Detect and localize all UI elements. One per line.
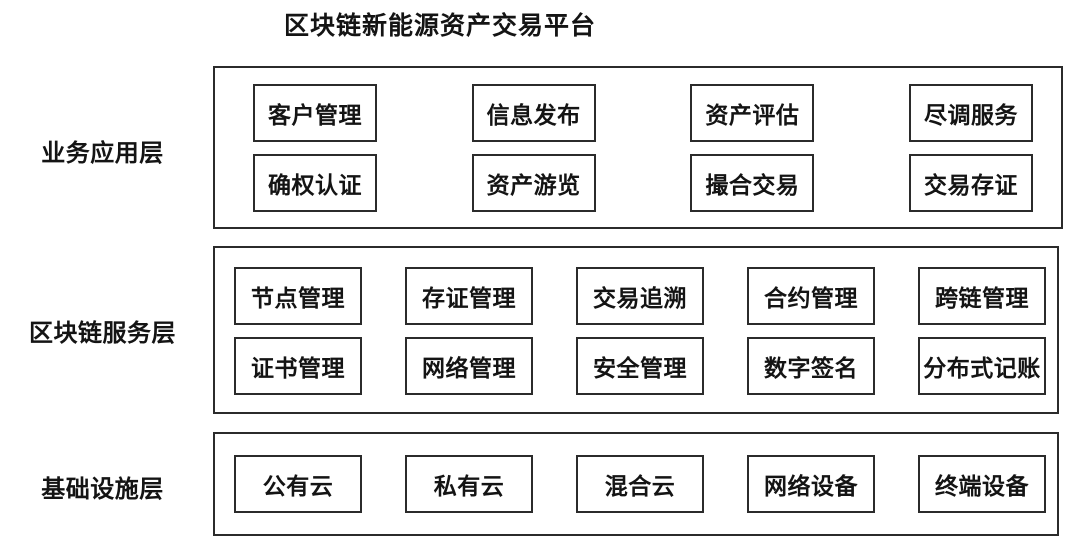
module-box[interactable]: 撮合交易 (690, 154, 815, 212)
module-box[interactable]: 终端设备 (918, 455, 1046, 513)
module-box[interactable]: 资产评估 (690, 84, 815, 142)
module-box[interactable]: 交易追溯 (576, 267, 704, 325)
layer-business-application: 业务应用层 客户管理 确权认证 信息发布 资产游览 资产评估 撮合交易 尽调服务… (0, 0, 1080, 240)
module-box[interactable]: 资产游览 (471, 154, 596, 212)
module-box[interactable]: 信息发布 (471, 84, 596, 142)
cell-column: 信息发布 资产游览 (471, 84, 596, 212)
module-box[interactable]: 数字签名 (747, 337, 875, 395)
module-box[interactable]: 跨链管理 (918, 267, 1046, 325)
layer-blockchain-service: 区块链服务层 节点管理 证书管理 存证管理 网络管理 交易追溯 安全管理 合约管… (29, 246, 1059, 414)
module-box[interactable]: 客户管理 (253, 84, 377, 142)
module-box[interactable]: 分布式记账 (918, 337, 1046, 395)
cell-grid-business-application: 客户管理 确权认证 信息发布 资产游览 资产评估 撮合交易 尽调服务 交易存证 (253, 84, 1033, 212)
cell-column: 公有云 (234, 455, 362, 513)
page-title: 区块链新能源资产交易平台 (283, 11, 596, 40)
cell-column: 尽调服务 交易存证 (908, 84, 1033, 212)
layer-label-blockchain-service: 区块链服务层 (29, 318, 176, 347)
layer-label-business-application: 业务应用层 (41, 138, 164, 167)
module-box[interactable]: 存证管理 (405, 267, 533, 325)
module-box[interactable]: 网络管理 (405, 337, 533, 395)
module-box[interactable]: 混合云 (576, 455, 704, 513)
module-box[interactable]: 节点管理 (234, 267, 362, 325)
cell-column: 资产评估 撮合交易 (690, 84, 815, 212)
module-box[interactable]: 证书管理 (234, 337, 362, 395)
cell-column: 跨链管理 分布式记账 (918, 267, 1046, 395)
module-box[interactable]: 公有云 (234, 455, 362, 513)
module-box[interactable]: 合约管理 (747, 267, 875, 325)
cell-column: 存证管理 网络管理 (405, 267, 533, 395)
cell-grid-infrastructure: 公有云 私有云 混合云 网络设备 终端设备 (234, 455, 1046, 513)
cell-grid-blockchain-service: 节点管理 证书管理 存证管理 网络管理 交易追溯 安全管理 合约管理 数字签名 … (234, 267, 1046, 395)
cell-column: 私有云 (405, 455, 533, 513)
cell-column: 客户管理 确权认证 (253, 84, 377, 212)
cell-column: 交易追溯 安全管理 (576, 267, 704, 395)
cell-column: 终端设备 (918, 455, 1046, 513)
module-box[interactable]: 尽调服务 (908, 84, 1033, 142)
module-box[interactable]: 私有云 (405, 455, 533, 513)
module-box[interactable]: 交易存证 (908, 154, 1033, 212)
module-box[interactable]: 确权认证 (253, 154, 377, 212)
cell-column: 网络设备 (747, 455, 875, 513)
layer-label-infrastructure: 基础设施层 (41, 474, 164, 503)
module-box[interactable]: 安全管理 (576, 337, 704, 395)
module-box[interactable]: 网络设备 (747, 455, 875, 513)
cell-column: 节点管理 证书管理 (234, 267, 362, 395)
cell-column: 混合云 (576, 455, 704, 513)
cell-column: 合约管理 数字签名 (747, 267, 875, 395)
